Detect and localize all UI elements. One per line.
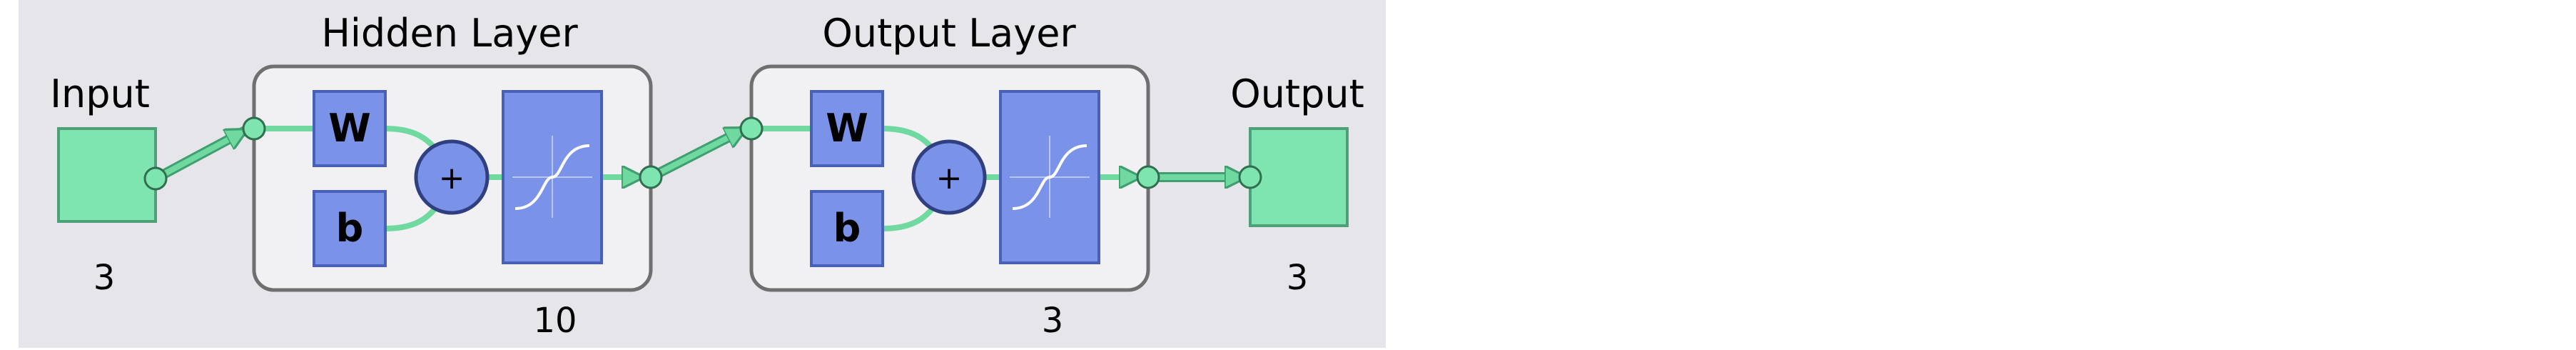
hidden-layer-size: 10 (533, 301, 577, 341)
hidden-weight-label: W (328, 106, 371, 151)
hidden-input-dot (242, 116, 266, 141)
output-input-dot (1238, 165, 1262, 189)
output-layer-input-dot (739, 116, 764, 141)
input-size: 3 (93, 258, 116, 298)
hidden-sum-node (414, 139, 490, 215)
hidden-bias-label: b (336, 206, 364, 251)
output-weight-block (810, 90, 884, 167)
output-size: 3 (1287, 258, 1309, 298)
input-node (57, 127, 157, 223)
sigmoid-curve-icon (1010, 136, 1090, 218)
output-sum-symbol: + (936, 160, 963, 196)
output-node (1249, 127, 1349, 227)
output-layer-size: 3 (1042, 301, 1064, 341)
hidden-weight-block (313, 90, 387, 167)
input-connector-dot (143, 166, 168, 191)
hidden-sum-symbol: + (439, 160, 465, 196)
output-layer-out-dot (1136, 165, 1160, 189)
input-label: Input (50, 71, 150, 116)
output-bias-block (810, 190, 884, 267)
output-label: Output (1230, 71, 1364, 116)
output-weight-label: W (826, 106, 868, 151)
output-sum-node (911, 139, 987, 215)
hidden-layer-title: Hidden Layer (321, 11, 578, 56)
hidden-output-dot (639, 165, 663, 189)
sigmoid-curve-icon (512, 136, 592, 218)
output-bias-label: b (833, 206, 861, 251)
hidden-bias-block (313, 190, 387, 267)
output-layer-title: Output Layer (822, 11, 1076, 56)
